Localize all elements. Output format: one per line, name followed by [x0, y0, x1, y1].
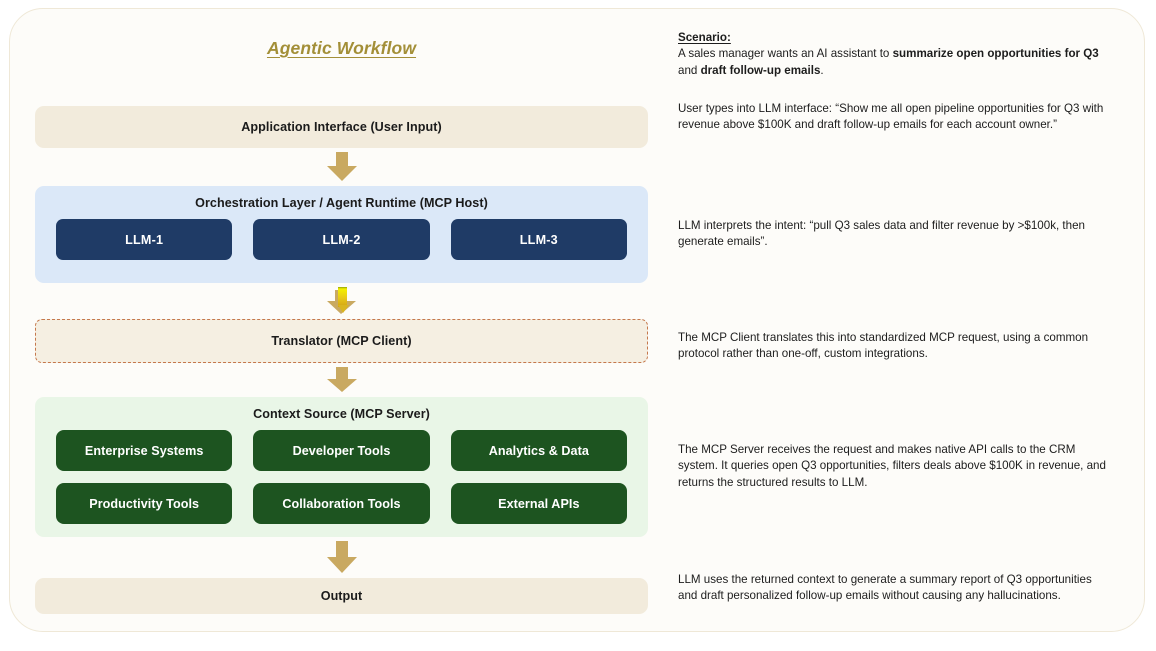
tool-card-analytics-data-label: Analytics & Data — [488, 443, 589, 458]
translator-label: Translator (MCP Client) — [271, 334, 412, 348]
llm-card-1-label: LLM-1 — [125, 232, 164, 247]
tool-card-analytics-data[interactable]: Analytics & Data — [450, 430, 627, 471]
note-scenario-bold-2: draft follow-up emails — [700, 63, 821, 77]
arrow-context-to-output-icon — [326, 541, 358, 574]
note-scenario-text-3: . — [820, 63, 824, 77]
arrow-app-to-orchestration-icon — [326, 152, 358, 182]
stage-orchestration-layer[interactable]: Orchestration Layer / Agent Runtime (MCP… — [35, 186, 648, 283]
llm-card-1[interactable]: LLM-1 — [56, 219, 233, 260]
llm-card-2-label: LLM-2 — [322, 232, 361, 247]
arrow-translator-to-context-icon — [326, 367, 358, 393]
orchestration-layer-label: Orchestration Layer / Agent Runtime (MCP… — [195, 196, 488, 210]
application-interface-label: Application Interface (User Input) — [241, 120, 442, 134]
tool-card-external-apis-label: External APIs — [498, 496, 580, 511]
tool-card-grid: Enterprise Systems Developer Tools Analy… — [35, 430, 648, 524]
stage-application-interface[interactable]: Application Interface (User Input) — [35, 106, 648, 148]
stage-translator[interactable]: Translator (MCP Client) — [35, 319, 648, 363]
note-llm-intent: LLM interprets the intent: “pull Q3 sale… — [678, 219, 1085, 249]
tool-card-productivity-tools[interactable]: Productivity Tools — [56, 483, 233, 524]
output-label: Output — [320, 589, 363, 603]
llm-card-2[interactable]: LLM-2 — [253, 219, 430, 260]
note-scenario: Scenario: A sales manager wants an AI as… — [678, 30, 1110, 79]
context-source-label: Context Source (MCP Server) — [253, 407, 430, 421]
note-scenario-bold-1: summarize open opportunities for Q3 — [892, 47, 1099, 61]
llm-card-row: LLM-1 LLM-2 LLM-3 — [35, 219, 648, 260]
arrow-llm2-to-translator-icon — [326, 287, 358, 315]
tool-card-productivity-tools-label: Productivity Tools — [89, 496, 200, 511]
stage-context-source[interactable]: Context Source (MCP Server) Enterprise S… — [35, 397, 648, 537]
diagram-title: Agentic Workflow — [266, 38, 417, 58]
tool-card-developer-tools-label: Developer Tools — [292, 443, 391, 458]
tool-card-collaboration-tools[interactable]: Collaboration Tools — [253, 483, 430, 524]
stage-output[interactable]: Output — [35, 578, 648, 614]
tool-card-collaboration-tools-label: Collaboration Tools — [282, 496, 401, 511]
note-user-input: User types into LLM interface: “Show me … — [678, 102, 1104, 132]
note-scenario-text-1: A sales manager wants an AI assistant to — [678, 47, 893, 61]
note-mcp-client: The MCP Client translates this into stan… — [678, 331, 1089, 361]
tool-card-enterprise-systems[interactable]: Enterprise Systems — [56, 430, 233, 471]
tool-card-external-apis[interactable]: External APIs — [450, 483, 627, 524]
llm-card-3-label: LLM-3 — [519, 232, 558, 247]
note-mcp-server: The MCP Server receives the request and … — [678, 443, 1106, 489]
llm-card-3[interactable]: LLM-3 — [450, 219, 627, 260]
note-scenario-text-2: and — [678, 63, 701, 77]
note-scenario-heading: Scenario: — [678, 31, 731, 44]
tool-card-enterprise-systems-label: Enterprise Systems — [84, 443, 204, 458]
tool-card-developer-tools[interactable]: Developer Tools — [253, 430, 430, 471]
note-llm-output: LLM uses the returned context to generat… — [678, 573, 1092, 603]
